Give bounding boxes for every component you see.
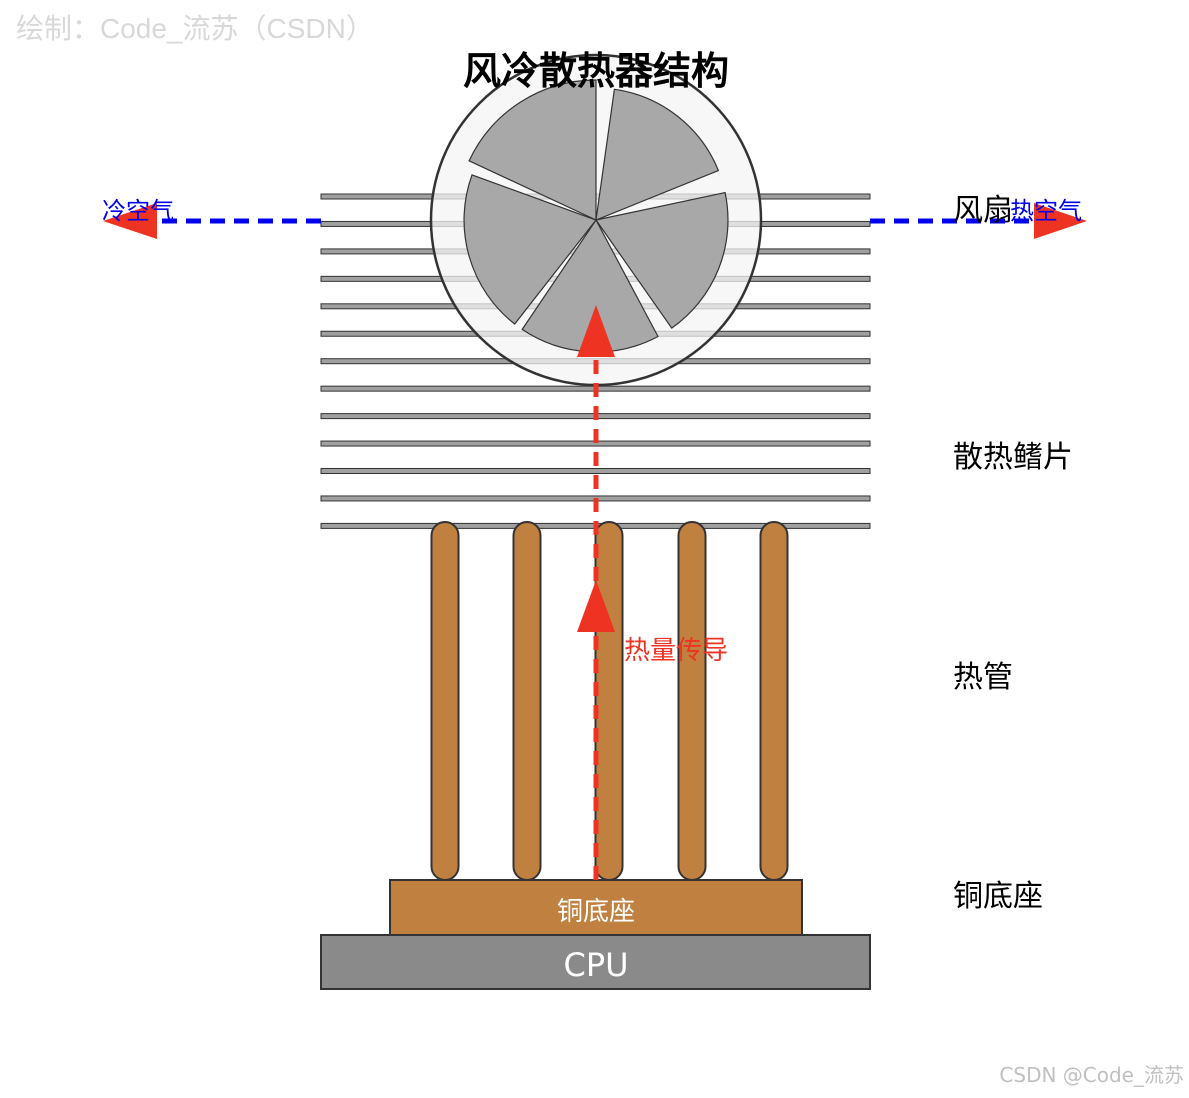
heat-pipe bbox=[759, 521, 789, 881]
heat-pipe bbox=[677, 521, 707, 881]
label-fins: 散热鳍片 bbox=[953, 440, 1073, 475]
watermark-top: 绘制：Code_流苏（CSDN） bbox=[16, 13, 374, 44]
heat-pipe bbox=[512, 521, 542, 881]
heat-pipes bbox=[430, 521, 789, 881]
fan-blade bbox=[594, 191, 729, 329]
diagram-title: 风冷散热器结构 bbox=[463, 49, 729, 93]
fan-blades bbox=[463, 79, 729, 353]
hot-air-arrow bbox=[1034, 203, 1087, 239]
cpu-label: CPU bbox=[563, 946, 628, 984]
watermark-bottom: CSDN @Code_流苏 bbox=[999, 1063, 1184, 1087]
label-copper-base: 铜底座 bbox=[953, 879, 1043, 914]
cold-air-arrow bbox=[103, 203, 157, 239]
label-heat-pipe: 热管 bbox=[953, 660, 1013, 695]
fan-blade bbox=[463, 174, 597, 325]
fan-blade bbox=[595, 88, 720, 221]
label-fan: 风扇 bbox=[953, 193, 1013, 228]
heat-arrow-upper bbox=[577, 305, 615, 357]
heat-pipe bbox=[594, 521, 624, 881]
fan-blade bbox=[468, 79, 597, 221]
heat-pipe bbox=[430, 521, 460, 881]
cold-air-label: 冷空气 bbox=[102, 197, 174, 225]
copper-base-label: 铜底座 bbox=[557, 897, 635, 927]
heat-arrow-lower bbox=[577, 580, 615, 632]
cpu-block bbox=[320, 934, 871, 990]
copper-base bbox=[389, 879, 803, 936]
heat-conduction-label: 热量传导 bbox=[624, 636, 728, 666]
hot-air-label: 热空气 bbox=[1010, 197, 1082, 225]
fin bbox=[320, 468, 871, 474]
